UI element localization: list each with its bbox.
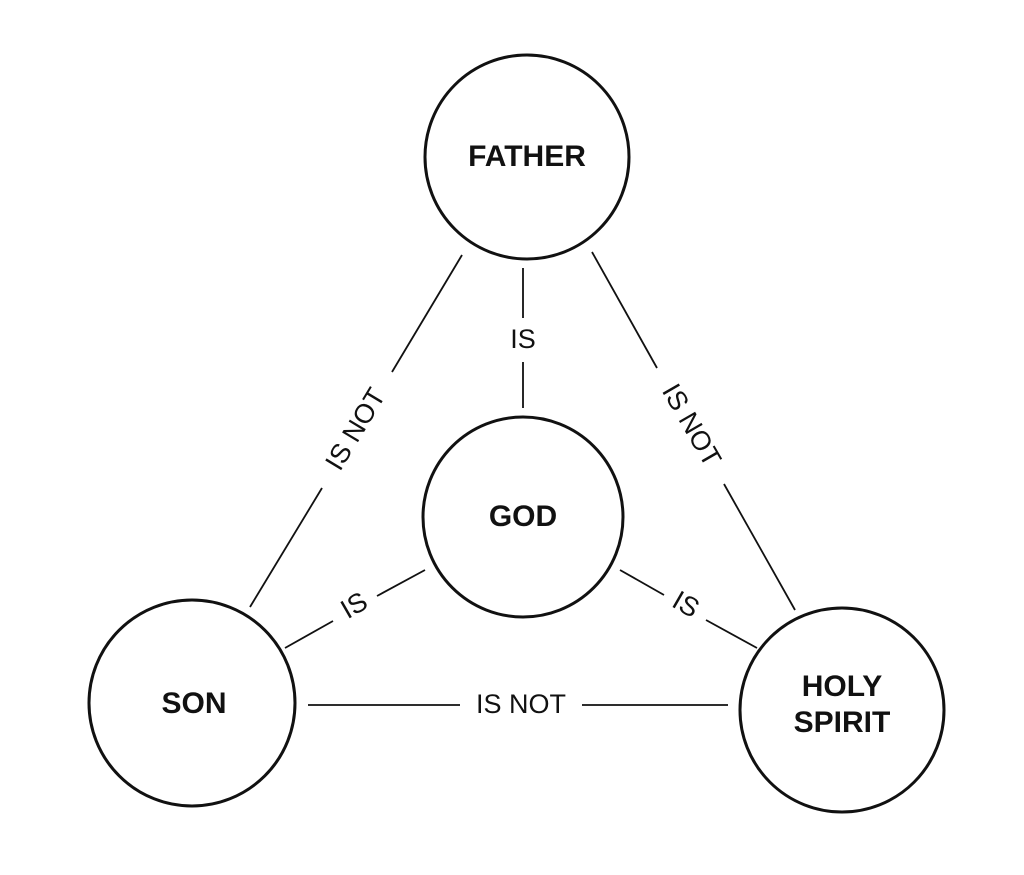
node-father: FATHER: [423, 53, 631, 261]
edge-father-holy-spirit: IS NOT: [591, 251, 796, 611]
edge-son-holy-spirit: IS NOT: [308, 689, 728, 719]
node-label-holy-spirit-line2: SPIRIT: [794, 706, 891, 739]
edge-holy-spirit-god: IS: [619, 569, 758, 649]
node-label-father: FATHER: [468, 140, 586, 173]
edge-label-father-son: IS NOT: [319, 383, 391, 476]
node-label-god: GOD: [489, 500, 557, 533]
edge-father-god: IS: [510, 268, 536, 408]
node-son: SON: [87, 598, 297, 808]
node-label-holy-spirit-line1: HOLY: [802, 670, 883, 703]
edge-label-son-holy-spirit: IS NOT: [476, 689, 566, 719]
node-label-son: SON: [161, 687, 226, 720]
edge-label-father-god: IS: [510, 324, 536, 354]
edge-label-holy-spirit-god: IS: [667, 585, 704, 624]
edge-label-son-god: IS: [336, 586, 373, 625]
node-holy-spirit: HOLY SPIRIT: [738, 606, 946, 814]
edge-son-god: IS: [284, 569, 426, 649]
edge-label-father-holy-spirit: IS NOT: [656, 379, 727, 472]
node-god: GOD: [421, 415, 625, 619]
